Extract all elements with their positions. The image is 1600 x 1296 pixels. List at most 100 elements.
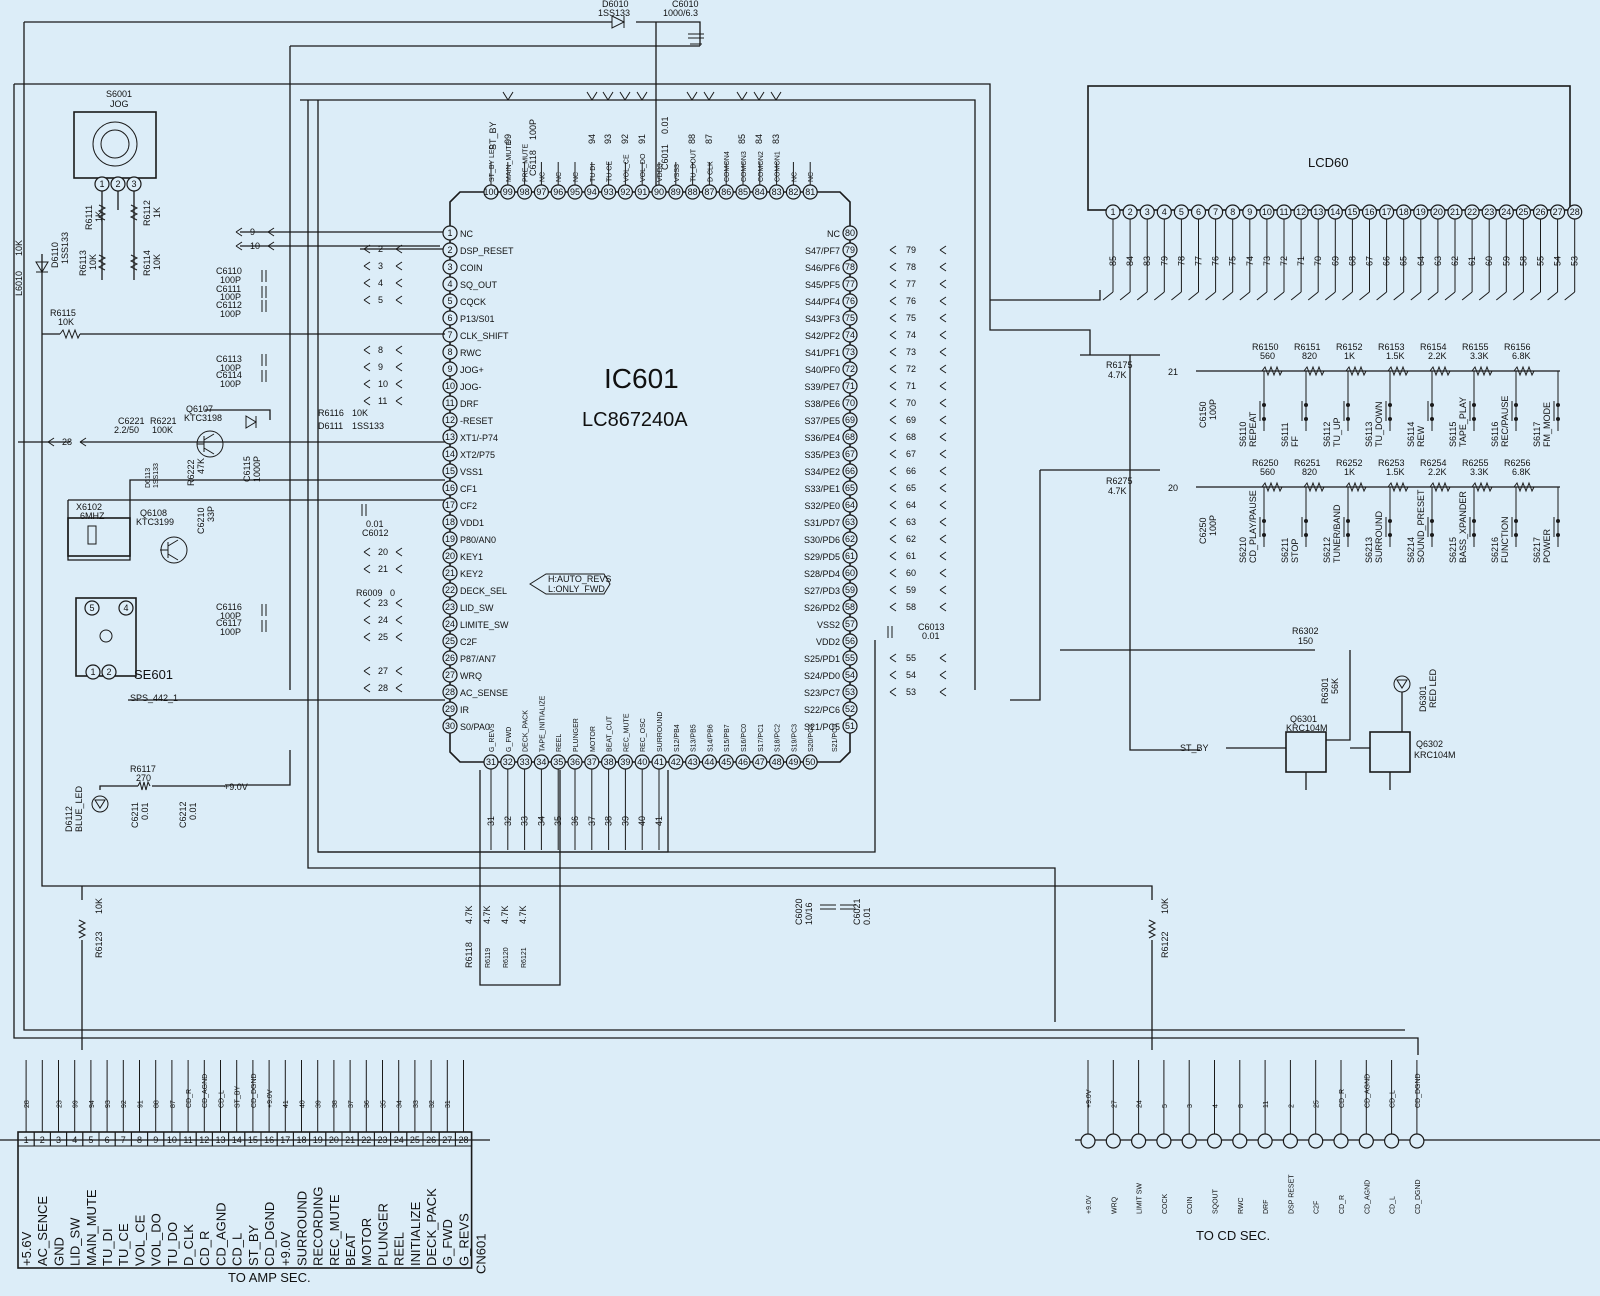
ic-pin-22-number: 22 (445, 585, 455, 595)
c6112-value: 100P (220, 309, 241, 319)
key-switch (1385, 503, 1391, 547)
q6302-value: KRC104M (1414, 750, 1456, 760)
ic-pin-label-93: TU CE (607, 161, 614, 182)
ic-pin-label-96: NC (556, 172, 563, 182)
top-wire-number: 91 (637, 134, 647, 144)
r6115-resistor (59, 328, 81, 340)
ic-pin-label-95: NC (573, 172, 580, 182)
key-switch-label: TAPE_PLAY (1458, 397, 1468, 447)
ic-pin-65-pad (842, 480, 858, 496)
ic-pin-13-pad (442, 429, 458, 445)
wiring (0, 21, 1600, 1141)
right-wire-number: 79 (906, 245, 916, 255)
ic-pin-13-number: 13 (445, 432, 455, 442)
c6211-value: 0.01 (140, 802, 150, 820)
r6175-ref: R6175 (1106, 360, 1133, 370)
ic-pin-label-15: VSS1 (460, 467, 483, 477)
lcd-wire-number: 71 (1296, 256, 1306, 266)
right-wire-arrow (889, 262, 947, 272)
ic-pin-18-number: 18 (445, 517, 455, 527)
ic-pin-label-67: S35/PE3 (804, 450, 840, 460)
cd-connector-pin-pad (1257, 1133, 1273, 1149)
cn601-signal-label: D_CLK (181, 1224, 196, 1266)
ic-pin-label-56: VDD2 (816, 637, 840, 647)
ic-pin-label-17: CF2 (460, 501, 477, 511)
key-resistor (1513, 481, 1535, 493)
c6021-ref: C6021 (852, 898, 862, 925)
cn601-wire-number: 33 (413, 1100, 420, 1108)
deck-sel-note-box (529, 573, 611, 595)
key-switch-label: TU_DOWN (1374, 402, 1384, 448)
ic-pin-label-52: S22/PC6 (804, 705, 840, 715)
top-wire-number: 83 (771, 134, 781, 144)
r6122-value: 10K (1160, 898, 1170, 914)
key-switch-label: REC/PAUSE (1500, 396, 1510, 447)
ic-pin-83-number: 83 (772, 187, 782, 197)
d6112-led (91, 795, 109, 813)
ic-pin-label-81: NC (808, 172, 815, 182)
cd-wire-number: 2 (1288, 1104, 1295, 1108)
lcd-pin-1-number: 1 (1110, 207, 1115, 217)
right-wire-arrow (889, 483, 947, 493)
left-wire-arrow (363, 632, 403, 642)
cn601-pin-number: 15 (248, 1135, 258, 1145)
left-wire-number: 11 (378, 396, 387, 406)
top-wire-number: 85 (737, 134, 747, 144)
cn601-pin-number: 14 (232, 1135, 242, 1145)
ic-pin-label-74: S42/PF2 (805, 331, 840, 341)
c6250-value: 100P (1208, 515, 1218, 536)
ic-pin-45-number: 45 (721, 757, 731, 767)
key-switch (1427, 387, 1433, 431)
key-switch (1511, 387, 1517, 431)
top-wire-arrow (686, 91, 698, 101)
ic-pin-77-pad (842, 276, 858, 292)
ic-pin-label-46: S16/PC0 (741, 724, 748, 752)
lcd60-ref: LCD60 (1308, 155, 1348, 170)
cn601-pin-number: 12 (199, 1135, 209, 1145)
ic-pin-6-pad (442, 310, 458, 326)
ic-pin-label-2: DSP_RESET (460, 246, 514, 256)
ic-pin-4-pad (442, 276, 458, 292)
lcd-pin-16-number: 16 (1364, 207, 1374, 217)
c6013-value: 0.01 (922, 631, 940, 641)
cd-connector-pin-pad (1308, 1133, 1324, 1149)
ic-pin-label-64: S32/PE0 (804, 501, 840, 511)
ic-pin-label-53: S23/PC7 (804, 688, 840, 698)
ic-pin-label-38: BEAT_CUT (607, 715, 614, 752)
cn601-wire-number: ST_BY (235, 1085, 242, 1108)
left-wire-number: 9 (378, 362, 383, 372)
cn601-pin-number: 21 (345, 1135, 355, 1145)
ic-pin-30-pad (442, 718, 458, 734)
lcd-pin-4-number: 4 (1162, 207, 1167, 217)
ic-pin-16-pad (442, 480, 458, 496)
cn601-pin-number: 3 (56, 1135, 61, 1145)
key-switch-label: FM_MODE (1542, 402, 1552, 447)
top-wire-number: 93 (603, 134, 613, 144)
svg-text:2: 2 (115, 179, 120, 189)
l6010-value: 10K (14, 240, 24, 256)
cn601-wire-number: 40 (299, 1100, 306, 1108)
ic-pin-92-number: 92 (620, 187, 630, 197)
ic-pin-28-pad (442, 684, 458, 700)
ic-pin-35-number: 35 (553, 757, 563, 767)
ic-pin-73-number: 73 (845, 347, 855, 357)
cd-connector-pin-pad (1282, 1133, 1299, 1149)
key-resistor-value: 1.5K (1386, 351, 1405, 361)
key-resistor-ref: R6253 (1378, 458, 1405, 468)
ic-pin-label-100: ST_BY LED (489, 144, 496, 182)
cn601-wire-number: 34 (397, 1100, 404, 1108)
ic-pin-54-pad (842, 667, 858, 683)
cd-signal-label: LIMIT SW (1137, 1183, 1144, 1214)
lcd-wire-number: 65 (1399, 256, 1409, 266)
cn601-wire-number: 87 (170, 1100, 177, 1108)
ic-pin-label-34: TAPE_INITIALIZE (539, 695, 546, 752)
c6012-value: 0.01 (366, 519, 384, 529)
ic-pin-78-pad (842, 259, 858, 275)
cn601-wire-number: CD_AGND (202, 1074, 209, 1108)
left-wire-arrow (363, 345, 403, 355)
lcd-wire-number: 73 (1262, 256, 1272, 266)
s6001-knob (92, 121, 138, 167)
ic-pin-label-11: DRF (460, 399, 479, 409)
ic-pin-55-pad (842, 650, 858, 666)
ic-pin-75-number: 75 (845, 313, 855, 323)
